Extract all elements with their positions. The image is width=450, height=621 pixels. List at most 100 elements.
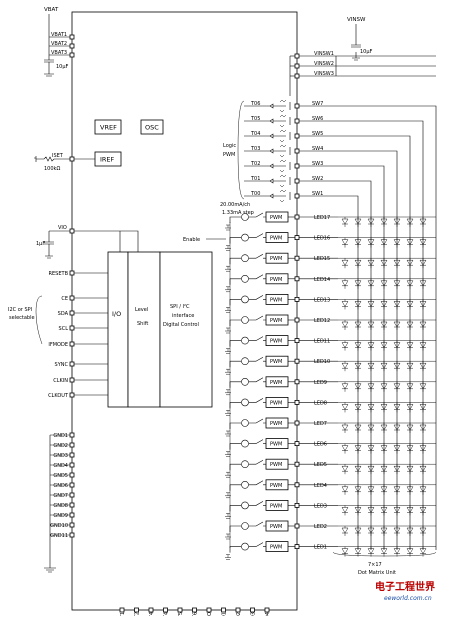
led-pin-led6: LED6	[314, 442, 327, 448]
current-source-4	[241, 480, 249, 489]
matrix-led	[354, 526, 362, 536]
current-source-17	[241, 213, 249, 221]
led-switch-8	[229, 398, 266, 409]
pwm-label-17: PWM	[270, 215, 282, 221]
matrix-led	[406, 340, 414, 351]
matrix-led	[354, 258, 362, 269]
sw-pin-sw1: SW1	[312, 191, 323, 197]
pin-sda: SDA	[58, 311, 69, 317]
led-switch-16	[229, 233, 266, 244]
matrix-led	[354, 464, 362, 475]
gnd-pin-8: GND8	[53, 503, 68, 509]
matrix-brace	[332, 551, 437, 557]
matrix-led	[419, 258, 427, 269]
matrix-led	[393, 381, 401, 392]
matrix-led	[406, 526, 414, 536]
shift-label: Shift	[137, 321, 148, 327]
matrix-led	[354, 381, 362, 392]
matrix-led	[406, 278, 414, 289]
digital-control-label: Digital Control	[163, 322, 199, 328]
bottom-pin-10: LEDGND3	[251, 612, 257, 616]
matrix-led	[393, 278, 401, 289]
dot-matrix	[338, 216, 436, 557]
led-pin-led12: LED12	[314, 318, 330, 324]
matrix-led	[406, 217, 414, 227]
transistor-t00: T00	[250, 191, 260, 197]
current-source-8	[241, 398, 249, 407]
pmos-switch-5	[244, 162, 291, 170]
matrix-led	[341, 505, 349, 516]
led-pin-led16: LED16	[314, 236, 330, 242]
led-switch-6	[229, 439, 266, 450]
matrix-led	[367, 340, 375, 351]
vinsw-pin-1: VINSW1	[314, 51, 334, 57]
current-source-7	[241, 419, 249, 427]
matrix-led	[419, 237, 427, 248]
iset-resistor-value: 100kΩ	[44, 166, 60, 172]
matrix-led	[380, 320, 388, 330]
gnd-pin-7: GND7	[53, 493, 68, 499]
matrix-led	[380, 464, 388, 475]
matrix-led	[419, 217, 427, 227]
matrix-led	[367, 258, 375, 269]
matrix-led	[419, 402, 427, 413]
matrix-led	[393, 299, 401, 310]
transistor-t05: T05	[250, 116, 260, 122]
pmos-switch-4	[244, 147, 291, 155]
matrix-led	[367, 320, 375, 330]
led-switch-11	[229, 336, 266, 347]
bottom-pin-1: TEST1	[120, 612, 126, 616]
gnd-pin-11: GND11	[50, 533, 68, 539]
i2c-brace	[35, 295, 43, 345]
i2c-label-2: selectable	[9, 315, 35, 321]
matrix-led	[393, 217, 401, 227]
transistor-t01: T01	[250, 176, 260, 182]
pwm-label: PWM	[223, 152, 235, 158]
matrix-led	[393, 526, 401, 536]
led-switch-13	[229, 295, 266, 306]
enable-label: Enable	[183, 237, 200, 243]
matrix-led	[354, 402, 362, 413]
led-pin-led8: LED8	[314, 400, 327, 406]
pwm-label-4: PWM	[270, 483, 282, 489]
matrix-led	[393, 443, 401, 454]
matrix-led	[341, 320, 349, 330]
led-switch-15	[229, 253, 266, 265]
vbat-capacitor	[44, 59, 54, 77]
matrix-led	[341, 361, 349, 372]
matrix-size-label: 7×17	[368, 562, 382, 568]
matrix-led	[406, 423, 414, 433]
led-pin-led14: LED14	[314, 277, 330, 283]
vbat-cap-value: 10µF	[56, 64, 69, 70]
matrix-led	[406, 443, 414, 454]
vref-label: VREF	[100, 124, 117, 132]
led-pin-led7: LED7	[314, 421, 327, 427]
current-source-13	[241, 295, 249, 304]
matrix-led	[380, 237, 388, 248]
matrix-led	[341, 546, 349, 557]
pmos-switch-3	[244, 132, 291, 140]
led-pin-led2: LED2	[314, 524, 327, 530]
pin-ifmode: IFMODE	[48, 342, 68, 348]
matrix-led	[419, 361, 427, 372]
matrix-led	[419, 546, 427, 557]
bottom-pin-8: LEDGND1	[222, 612, 228, 616]
matrix-led	[341, 464, 349, 475]
led-switch-4	[229, 480, 266, 491]
led-pin-led15: LED15	[314, 256, 330, 262]
matrix-led	[367, 361, 375, 372]
matrix-led	[341, 443, 349, 454]
pwm-label-13: PWM	[270, 297, 282, 303]
vinsw-capacitor	[351, 44, 361, 61]
matrix-led	[393, 402, 401, 413]
vio-pin: VIO	[58, 225, 67, 231]
pwm-label-1: PWM	[270, 545, 282, 551]
current-label-2: 1.33mA step	[222, 210, 254, 216]
led-pin-led13: LED13	[314, 297, 330, 303]
interface-label: interface	[172, 313, 194, 319]
sw-pin-sw2: SW2	[312, 176, 323, 182]
led-switch-12	[229, 315, 266, 326]
